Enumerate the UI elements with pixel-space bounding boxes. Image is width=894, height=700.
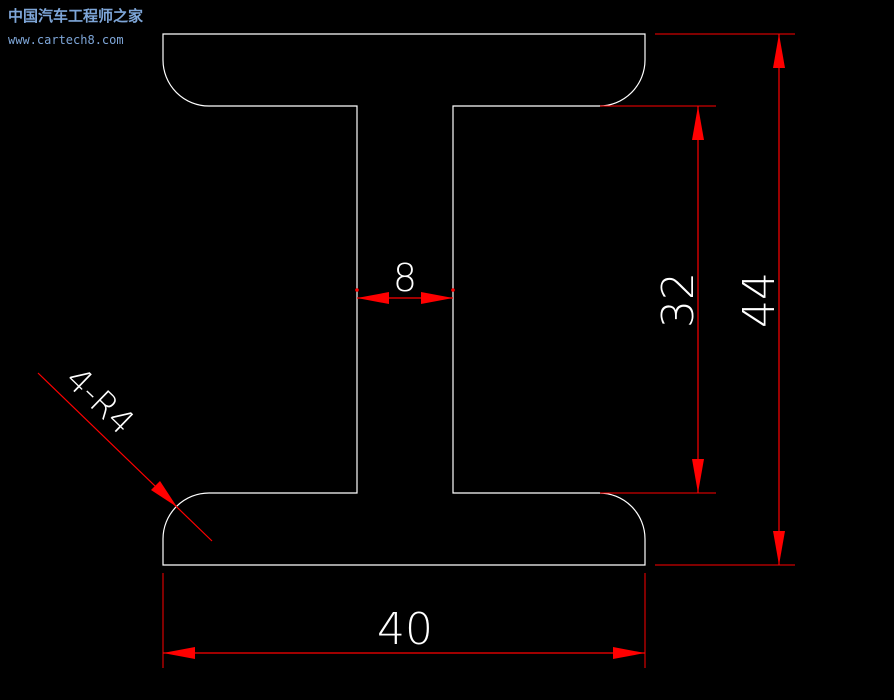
dimension-web-height (600, 105, 716, 494)
arrow-thickness-left-icon (357, 292, 389, 304)
dimension-text-web-thickness: 8 (393, 256, 417, 300)
arrow-fillet-icon (151, 481, 177, 507)
i-beam-profile-outline (162, 33, 646, 566)
dimension-web-thickness (355, 288, 455, 304)
dimension-text-height: 44 (734, 272, 785, 328)
arrow-web-bottom-icon (692, 459, 704, 493)
dimension-point-left (355, 288, 359, 292)
dimension-total-height (655, 33, 795, 566)
arrow-width-right-icon (613, 647, 645, 659)
dimension-text-width: 40 (377, 604, 433, 655)
arrow-web-top-icon (692, 106, 704, 140)
arrow-thickness-right-icon (421, 292, 453, 304)
arrow-top-icon (773, 34, 785, 68)
arrow-bottom-icon (773, 531, 785, 565)
fillet-radius-leader (37, 372, 213, 542)
dimension-text-web-height: 32 (653, 272, 704, 328)
watermark: 中国汽车工程师之家 www.cartech8.com (8, 7, 143, 47)
watermark-url: www.cartech8.com (8, 33, 124, 47)
leader-line-fillet (37, 372, 213, 542)
dimension-total-width (162, 573, 646, 668)
watermark-title: 中国汽车工程师之家 (8, 7, 143, 25)
arrow-width-left-icon (163, 647, 195, 659)
dimension-text-fillet: 4-R4 (57, 359, 142, 443)
dimension-point-right (451, 288, 455, 292)
